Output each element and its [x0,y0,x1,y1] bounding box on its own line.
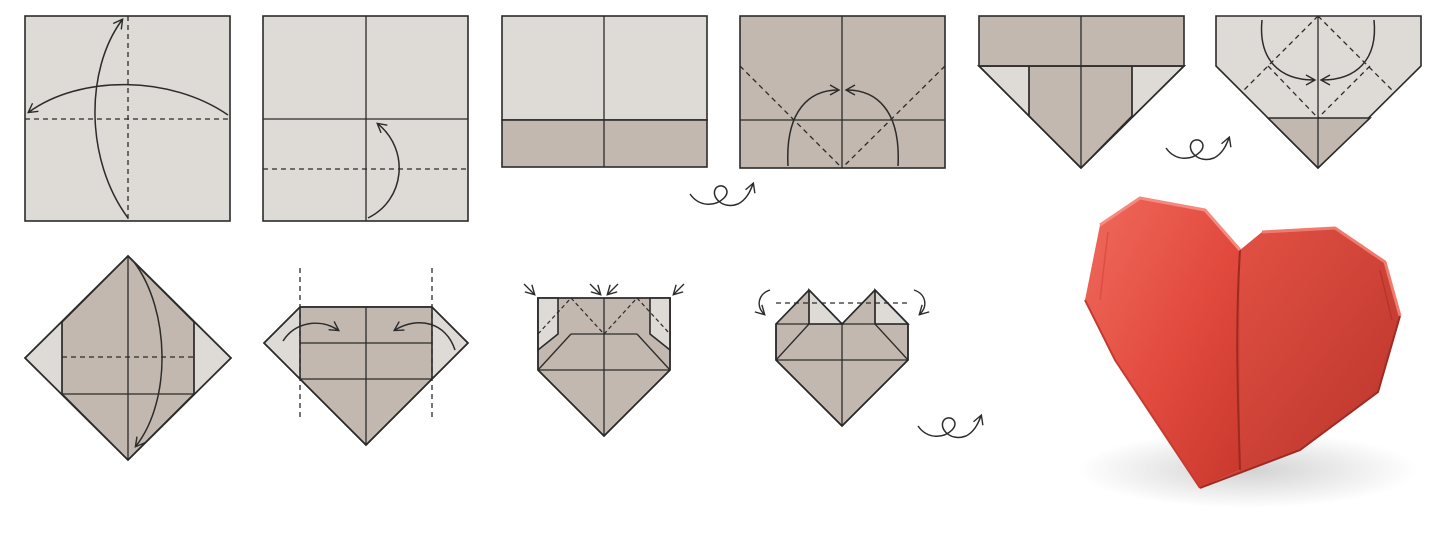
step-3 [502,16,707,167]
step-4 [740,16,945,168]
fold-arrow-icon [759,290,770,314]
step-7 [25,256,231,460]
turn-over-icon [690,184,753,205]
push-arrow-icon [524,284,684,294]
fold-arrow-icon [914,290,925,314]
step-5 [979,16,1184,168]
turn-over-icon [918,416,981,437]
step-2 [263,16,468,221]
step-8 [264,268,468,445]
step-1 [25,16,230,221]
step-9 [524,284,684,436]
red-origami-heart [1078,198,1418,508]
step-6 [1216,16,1421,168]
step-10 [759,290,925,426]
turn-over-icon [1166,138,1229,159]
